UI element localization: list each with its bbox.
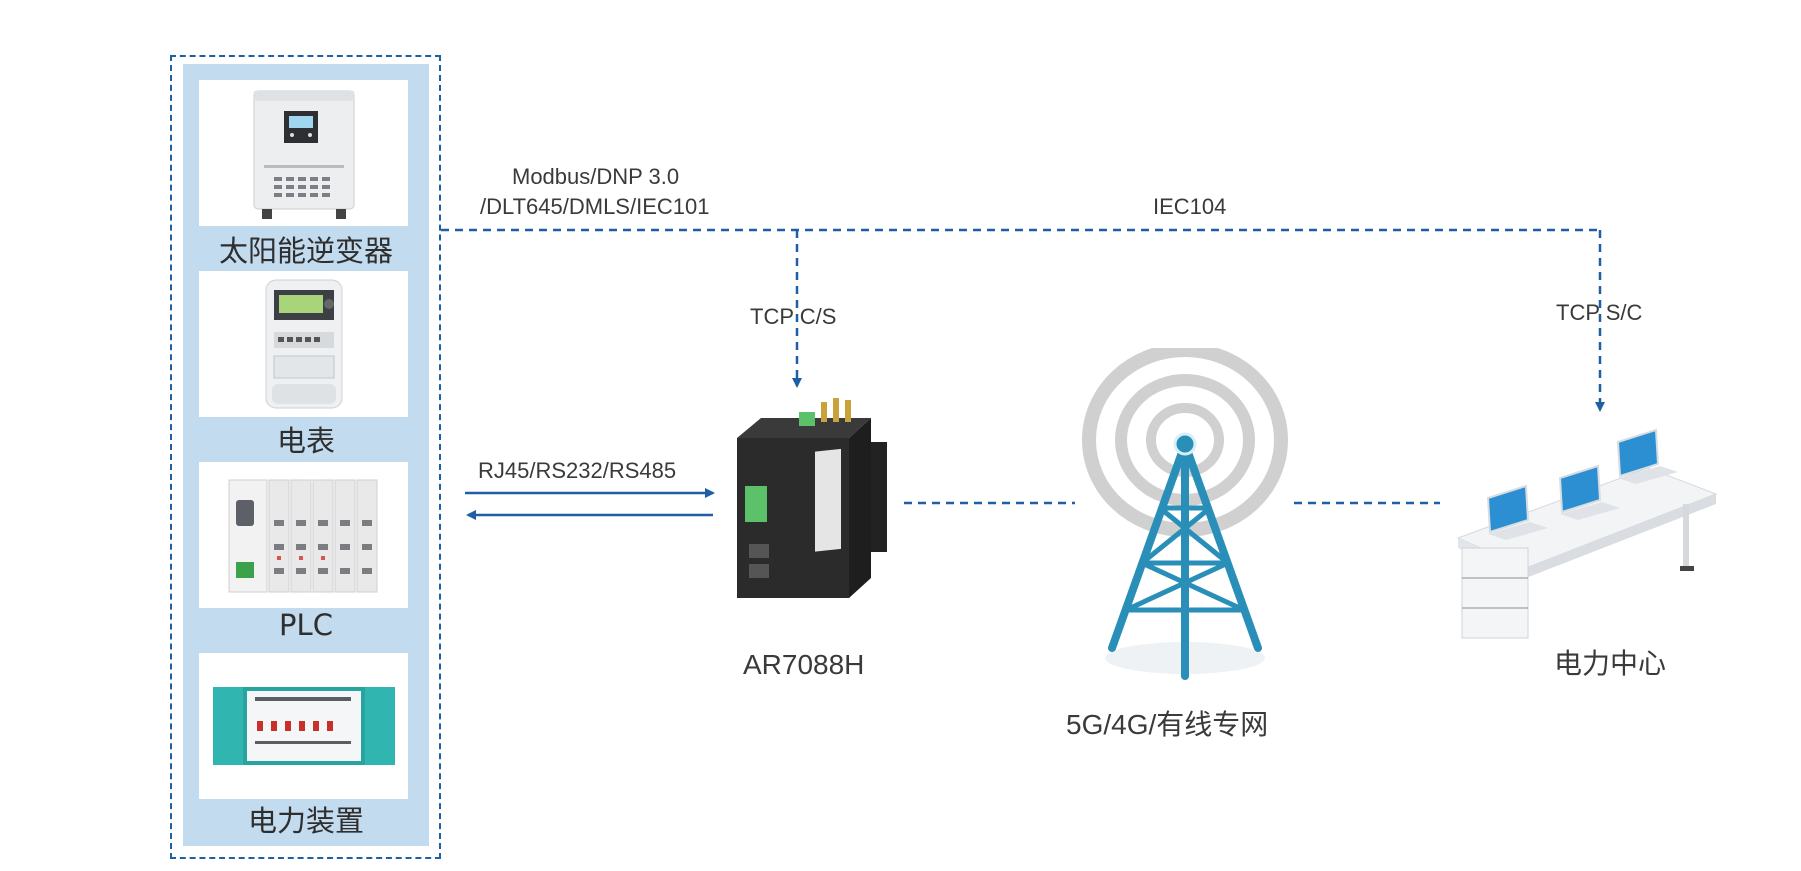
tcp-cs-label: TCP C/S <box>750 304 837 329</box>
device-label-plc: PLC <box>279 608 333 642</box>
solar-inverter-image <box>199 80 408 226</box>
power-cabinet-icon <box>212 687 395 765</box>
power-device-image <box>199 653 408 799</box>
device-label-inverter: 太阳能逆变器 <box>218 234 393 268</box>
control-center-label: 电力中心 <box>1554 648 1667 679</box>
device-group-border <box>170 55 441 859</box>
iec104-label: IEC104 <box>1153 194 1227 219</box>
serial-label: RJ45/RS232/RS485 <box>478 458 677 483</box>
meter-icon <box>265 279 342 409</box>
router-label: AR7088H <box>743 649 865 680</box>
electric-meter-image <box>199 271 408 417</box>
control-center-icon <box>1456 428 1718 639</box>
plc-image <box>199 462 408 608</box>
device-label-power-device: 电力装置 <box>247 804 364 838</box>
cell-tower-icon <box>1082 348 1288 680</box>
device-label-meter: 电表 <box>276 424 335 458</box>
protocol-label-line2: /DLT645/DMLS/IEC101 <box>480 194 710 219</box>
tcp-sc-label: TCP S/C <box>1556 300 1643 325</box>
inverter-icon <box>253 90 354 219</box>
protocol-label-line1: Modbus/DNP 3.0 <box>512 164 680 189</box>
router-icon <box>737 398 887 598</box>
plc-icon <box>228 479 377 593</box>
network-label: 5G/4G/有线专网 <box>1066 709 1269 740</box>
